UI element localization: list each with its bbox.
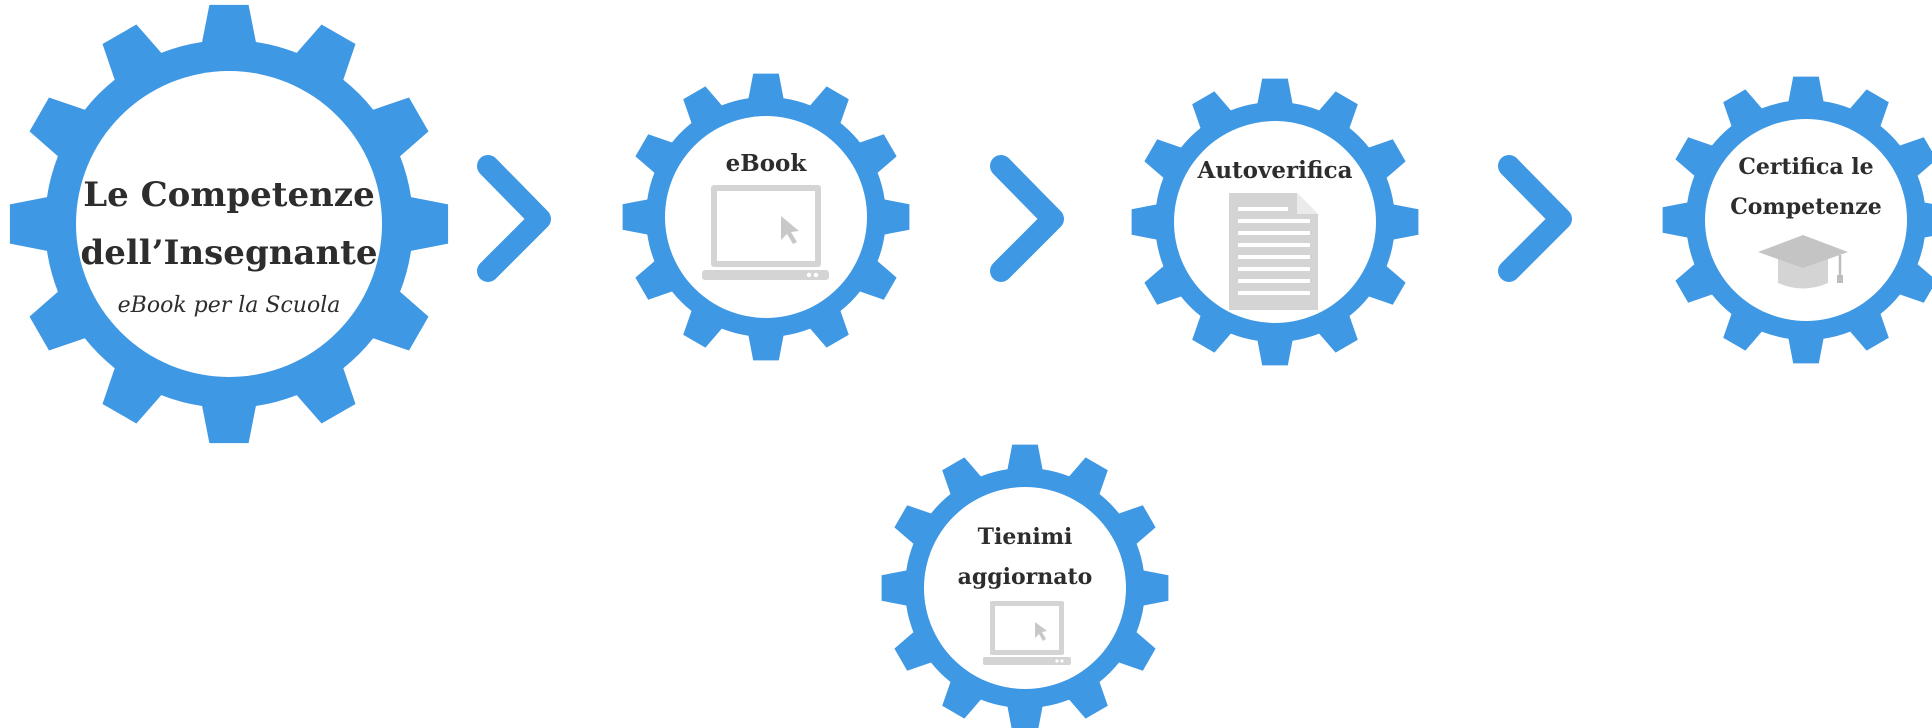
step-tienimi-center <box>924 487 1126 689</box>
laptop-icon <box>702 185 829 280</box>
step-certifica-title-line1: Certifica le <box>1738 154 1873 180</box>
step-tienimi: Tienimi aggiornato <box>881 444 1169 728</box>
step-autoverifica: Autoverifica <box>1131 78 1419 366</box>
arrow-3 <box>1498 155 1572 282</box>
laptop-icon <box>983 601 1071 665</box>
graduation-cap-icon <box>1758 235 1848 289</box>
step-tienimi-title-line2: aggiornato <box>958 564 1093 590</box>
arrow-2 <box>990 155 1064 282</box>
chevron-right-icon <box>990 155 1064 282</box>
chevron-right-icon <box>1498 155 1572 282</box>
step-autoverifica-title: Autoverifica <box>1196 157 1352 184</box>
document-icon <box>1229 193 1318 310</box>
chevron-right-icon <box>477 155 551 282</box>
main-gear: Le Competenze dell’Insegnante eBook per … <box>9 4 449 444</box>
main-gear-center <box>76 71 382 377</box>
main-title-line1: Le Competenze <box>83 175 375 215</box>
arrow-1 <box>477 155 551 282</box>
step-tienimi-title-line1: Tienimi <box>978 524 1073 550</box>
step-certifica: Certifica le Competenze <box>1662 76 1932 364</box>
main-title-line2: dell’Insegnante <box>80 233 377 273</box>
step-ebook: eBook <box>622 73 910 361</box>
step-certifica-title-line2: Competenze <box>1730 194 1882 220</box>
step-certifica-center <box>1705 119 1907 321</box>
step-ebook-title: eBook <box>726 150 808 177</box>
main-subtitle: eBook per la Scuola <box>118 293 341 318</box>
